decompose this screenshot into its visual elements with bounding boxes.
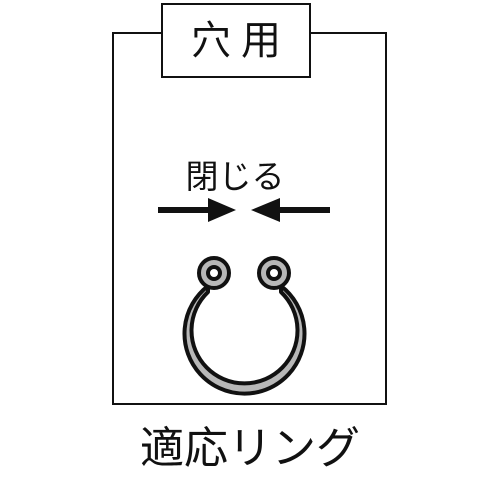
type-label: 穴用 [191,17,291,64]
type-tab: 穴用 [161,3,311,78]
diagram-card [112,32,387,405]
arrow-left-icon [251,198,330,222]
applicable-ring-caption: 適応リング [140,423,360,474]
arrow-right-icon [158,198,236,222]
close-direction-label: 閉じる [185,157,285,196]
internal-retaining-ring-icon [182,256,307,396]
